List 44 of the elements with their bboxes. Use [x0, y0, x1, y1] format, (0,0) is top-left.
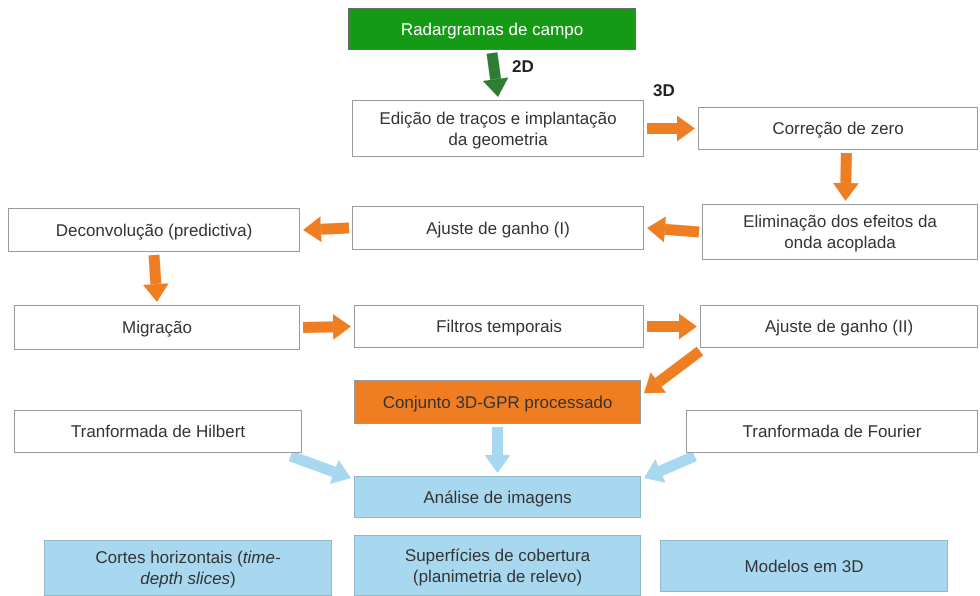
process-box: [354, 305, 644, 348]
block-arrow: [484, 427, 510, 473]
node-label: Tranformada de Fourier: [742, 421, 922, 442]
block-arrow: [482, 52, 508, 97]
process-box: [352, 100, 644, 157]
analysis-box: [354, 476, 641, 518]
node-label: Edição de traços e implantação da geometria: [378, 108, 618, 150]
process-box: [14, 410, 302, 453]
output-box: [44, 540, 332, 596]
process-box: [700, 305, 978, 348]
node-label: Radargramas de campo: [400, 18, 584, 40]
block-arrow: [288, 450, 351, 484]
block-arrow: [142, 254, 169, 302]
node-label: Conjunto 3D-GPR processado: [382, 392, 614, 412]
block-arrow: [302, 314, 351, 340]
process-box: [686, 410, 978, 453]
node-label: Ajuste de ganho (II): [764, 316, 914, 337]
node-label: Ajuste de ganho (I): [425, 218, 571, 238]
process-box: [8, 208, 300, 252]
block-arrow: [644, 346, 704, 394]
process-box: [14, 305, 300, 350]
node-label: Superfícies de cobertura (planimetria de relevo): [404, 544, 592, 586]
node-label: Cortes horizontais (time-depth slices): [94, 547, 282, 589]
node-label: Eliminação dos efeitos da onda acoplada: [742, 211, 938, 253]
block-arrow: [303, 216, 350, 242]
node-label: Análise de imagens: [422, 486, 573, 508]
block-arrow: [647, 216, 700, 242]
output-box: [660, 540, 948, 592]
output-box: [354, 535, 641, 596]
node-label: Filtros temporais: [435, 316, 563, 337]
block-arrow: [647, 314, 697, 340]
result-box: [354, 380, 641, 424]
process-box: [698, 107, 978, 150]
process-box: [352, 206, 644, 250]
node-label: Deconvolução (predictiva): [54, 220, 254, 240]
block-arrow: [647, 116, 695, 142]
node-label: Modelos em 3D: [743, 556, 865, 576]
block-arrow: [832, 152, 859, 201]
node-label: Correção de zero: [771, 118, 905, 139]
process-box: [702, 204, 978, 260]
block-arrow: [644, 450, 697, 483]
node-label: Migração: [121, 317, 193, 338]
source-box: [348, 8, 636, 50]
node-label: Tranformada de Hilbert: [70, 421, 246, 442]
